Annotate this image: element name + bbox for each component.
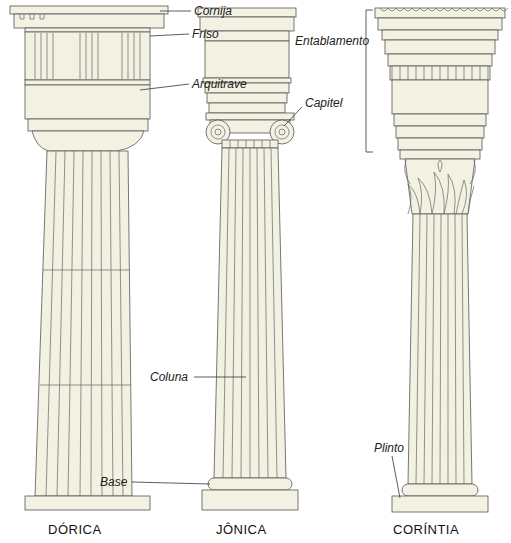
part-label: Cornija <box>194 4 232 18</box>
part-label: Entablamento <box>295 34 369 48</box>
part-label: Base <box>100 475 127 489</box>
order-name: CORÍNTIA <box>393 522 459 537</box>
part-label: Arquitrave <box>192 77 247 91</box>
leader-lines <box>132 10 400 498</box>
part-label: Friso <box>192 27 219 41</box>
order-name: DÓRICA <box>48 522 102 537</box>
part-label: Plinto <box>374 441 404 455</box>
order-name: JÔNICA <box>216 522 267 537</box>
part-label: Capitel <box>305 96 342 110</box>
part-label: Coluna <box>150 370 188 384</box>
